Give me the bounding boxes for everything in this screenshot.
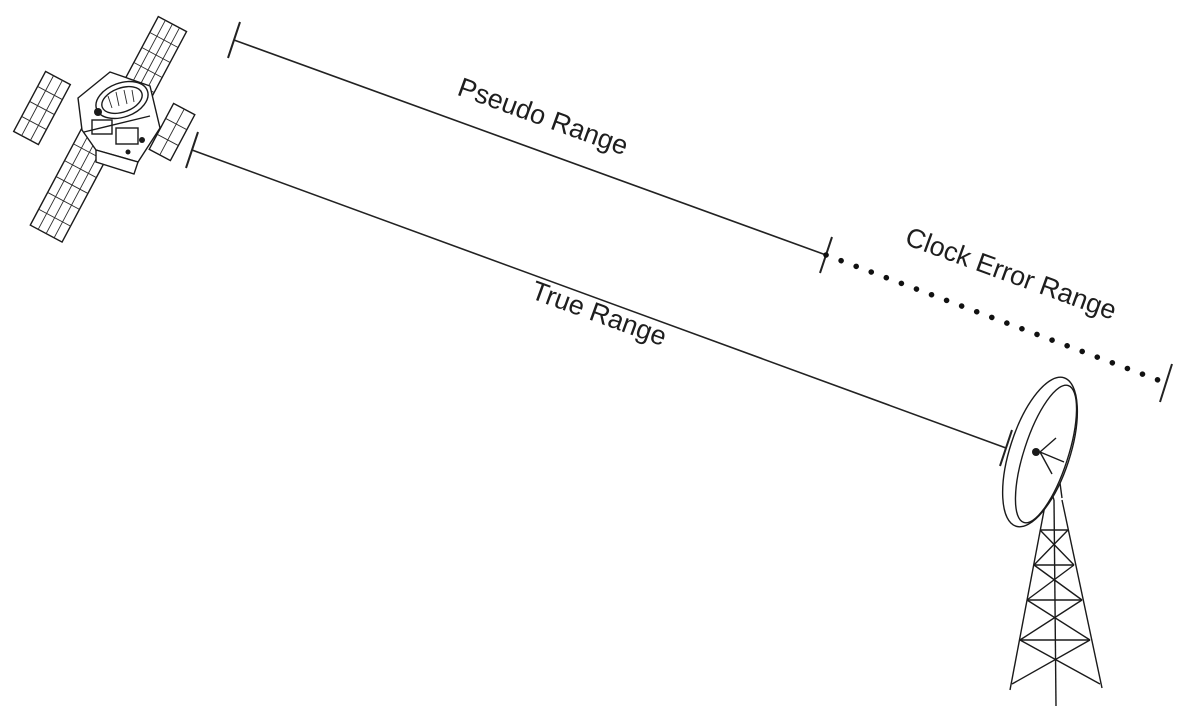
true-range-start-tick: [185, 131, 199, 169]
clock-error-end-tick: [1159, 363, 1173, 403]
pseudo-range-start-tick: [227, 21, 241, 59]
clock-error-range-label: Clock Error Range: [902, 221, 1121, 325]
true-range-line: [185, 131, 1013, 467]
dish-antenna-tower-icon: [1001, 376, 1103, 707]
pseudo-range-label: Pseudo Range: [454, 72, 632, 161]
true-range-end-tick: [999, 429, 1013, 467]
clock-error-range-line: [823, 252, 1173, 403]
true-range-label: True Range: [527, 275, 670, 352]
pseudo-range-line: [227, 21, 833, 274]
satellite-icon: [12, 15, 196, 243]
